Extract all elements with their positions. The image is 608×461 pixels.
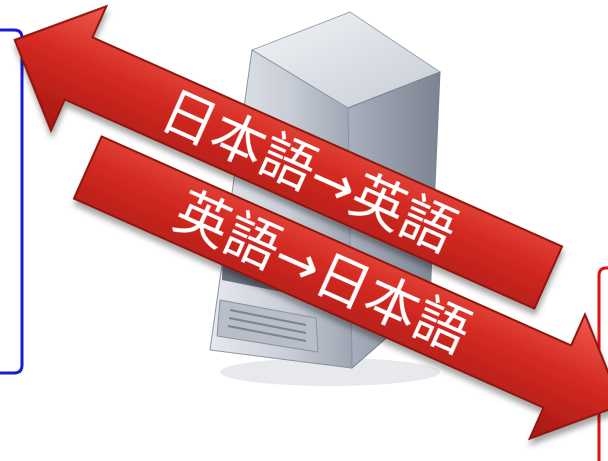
server-vent-line <box>227 325 307 342</box>
server-vent-line <box>229 309 307 326</box>
left-panel <box>0 28 24 375</box>
arrow-right-icon <box>72 135 608 441</box>
arrow-left-icon <box>13 4 564 310</box>
server-vent-line <box>228 317 307 334</box>
